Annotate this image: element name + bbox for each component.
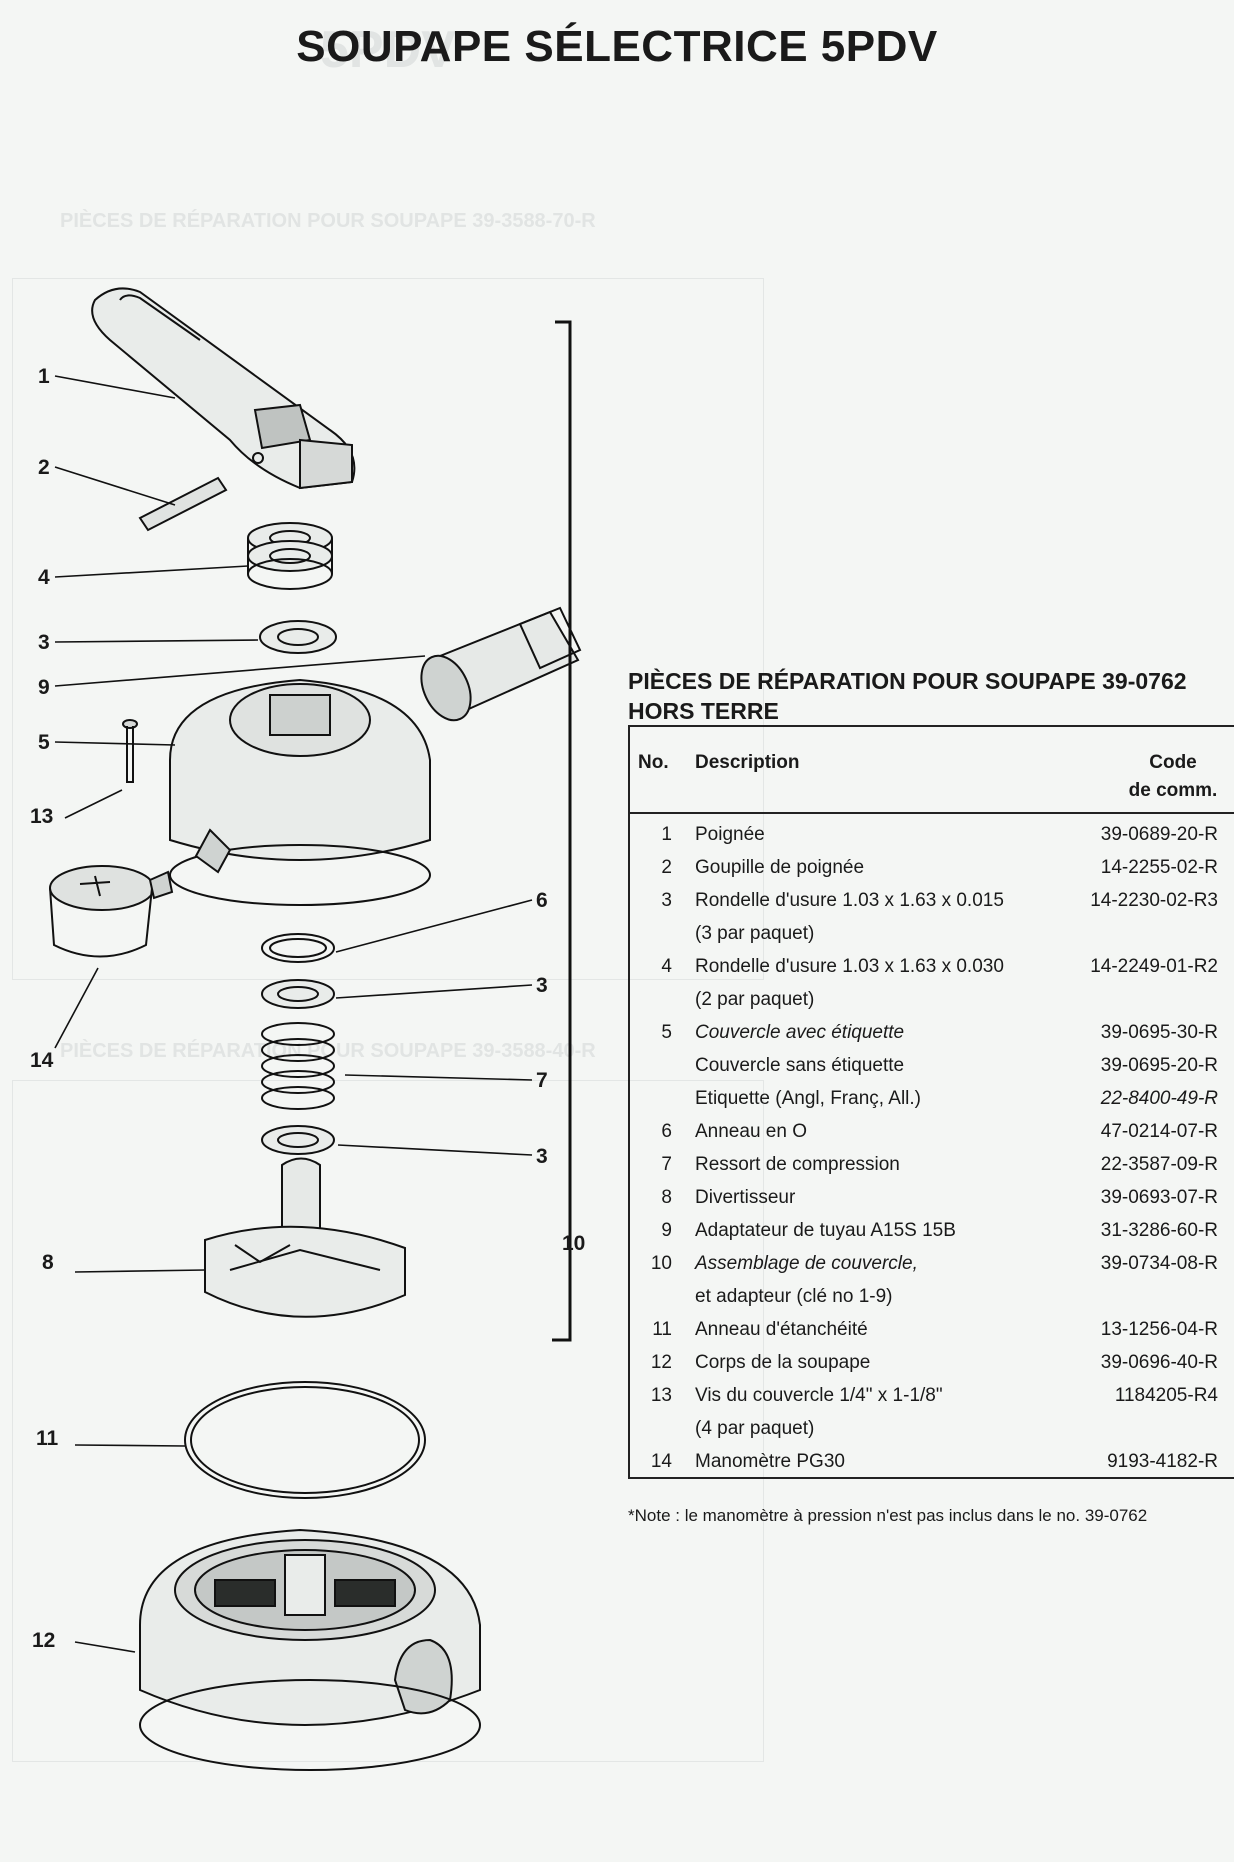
order-code: 39-0693-07-R: [1100, 1187, 1218, 1208]
leader-lines: [54, 375, 533, 1653]
part-number: 13: [650, 1385, 672, 1406]
callout-3-bottom: 3: [536, 1145, 548, 1168]
part-description: Corps de la soupape: [695, 1352, 871, 1373]
order-code: 9193-4182-R: [1107, 1451, 1218, 1472]
part-description: Rondelle d'usure 1.03 x 1.63 x 0.030: [695, 956, 1004, 977]
part-description: Ressort de compression: [695, 1154, 900, 1175]
part-number: 4: [661, 956, 672, 977]
ghost-header: PIÈCES DE RÉPARATION POUR SOUPAPE 39-358…: [60, 210, 596, 232]
callout-2: 2: [38, 456, 50, 479]
page-title: SOUPAPE SÉLECTRICE 5PDV: [296, 22, 938, 71]
parts-table-title-line1: PIÈCES DE RÉPARATION POUR SOUPAPE 39-076…: [628, 668, 1187, 694]
order-code: 14-2249-01-R2: [1090, 956, 1218, 977]
compression-spring-part: [261, 1022, 335, 1110]
callout-14: 14: [30, 1049, 54, 1072]
part-number: 6: [661, 1121, 672, 1142]
order-code: 39-0689-20-R: [1100, 824, 1218, 845]
header-no: No.: [638, 752, 669, 773]
callout-10: 10: [562, 1232, 586, 1255]
callout-5: 5: [38, 731, 50, 754]
parts-table-title-line2: HORS TERRE: [628, 698, 779, 724]
order-code: 39-0734-08-R: [1100, 1253, 1218, 1274]
cover-assembly-bracket: [552, 320, 572, 1342]
part-description: Manomètre PG30: [695, 1451, 845, 1472]
callout-9: 9: [38, 676, 50, 699]
callout-12: 12: [32, 1629, 56, 1652]
part-description: Goupille de poignée: [695, 857, 865, 878]
order-code: 47-0214-07-R: [1100, 1121, 1218, 1142]
part-description: Vis du couvercle 1/4" x 1-1/8": [695, 1385, 943, 1406]
parts-table-top-rule: [628, 725, 1234, 727]
wear-washer-015-mid: [261, 979, 335, 1009]
callout-13: 13: [30, 805, 54, 828]
part-description: Rondelle d'usure 1.03 x 1.63 x 0.015: [695, 890, 1004, 911]
header-code-line1: Code: [1149, 752, 1197, 773]
part-description: Poignée: [695, 824, 765, 845]
part-description: Couvercle avec étiquette: [695, 1022, 905, 1043]
o-ring-part: [261, 933, 335, 963]
header-description: Description: [695, 752, 800, 773]
footnote: *Note : le manomètre à pression n'est pa…: [628, 1506, 1148, 1525]
part-description: (3 par paquet): [695, 923, 815, 944]
callout-7: 7: [536, 1069, 548, 1092]
part-number: 1: [661, 824, 672, 845]
callout-8: 8: [42, 1251, 54, 1274]
part-description: Anneau en O: [695, 1121, 807, 1142]
parts-table-frame: [628, 725, 1234, 1479]
order-code: 39-0695-30-R: [1100, 1022, 1218, 1043]
part-number: 7: [661, 1154, 672, 1175]
part-number: 11: [652, 1319, 672, 1340]
order-code: 14-2255-02-R: [1100, 857, 1218, 878]
part-number: 5: [661, 1022, 672, 1043]
order-code: 31-3286-60-R: [1100, 1220, 1218, 1241]
pressure-gauge-part: [49, 865, 174, 958]
part-description: Adaptateur de tuyau A15S 15B: [695, 1220, 956, 1241]
valve-cover-part: [169, 678, 431, 906]
handle-part: [91, 287, 356, 490]
part-number: 10: [650, 1253, 672, 1274]
order-code: 22-8400-49-R: [1100, 1088, 1218, 1109]
part-description: Etiquette (Angl, Franç, All.): [695, 1088, 921, 1109]
valve-body-part: [139, 1528, 481, 1771]
hose-adapter-part: [420, 606, 582, 722]
cover-screw-part: [122, 719, 138, 783]
order-code: 22-3587-09-R: [1100, 1154, 1218, 1175]
part-number: 9: [661, 1220, 672, 1241]
order-code: 39-0696-40-R: [1100, 1352, 1218, 1373]
diverter-part: [204, 1157, 406, 1318]
header-code-line2: de comm.: [1128, 780, 1218, 801]
part-number: 3: [661, 890, 672, 911]
callout-3-top: 3: [38, 631, 50, 654]
part-description: (2 par paquet): [695, 989, 815, 1010]
order-code: 1184205-R4: [1114, 1385, 1218, 1406]
wear-washer-015-top: [259, 620, 337, 654]
part-number: 2: [661, 857, 672, 878]
callout-3-mid: 3: [536, 974, 548, 997]
callout-11: 11: [36, 1427, 59, 1450]
callout-4: 4: [38, 566, 50, 589]
part-description: Anneau d'étanchéité: [695, 1319, 868, 1340]
parts-table-title: PIÈCES DE RÉPARATION POUR SOUPAPE 39-076…: [628, 666, 1234, 726]
seal-ring-part: [184, 1381, 426, 1499]
part-description: et adapteur (clé no 1-9): [695, 1286, 893, 1307]
part-number: 12: [650, 1352, 672, 1373]
parts-table-header-rule: [630, 812, 1234, 814]
order-code: 39-0695-20-R: [1100, 1055, 1218, 1076]
part-description: Couvercle sans étiquette: [695, 1055, 905, 1076]
callout-1: 1: [38, 365, 50, 388]
part-description: Assemblage de couvercle,: [695, 1253, 918, 1274]
part-number: 8: [661, 1187, 672, 1208]
part-description: (4 par paquet): [695, 1418, 815, 1439]
wear-washers-030: [247, 522, 333, 590]
part-description: Divertisseur: [695, 1187, 796, 1208]
handle-pin-part: [138, 476, 228, 532]
callout-6: 6: [536, 889, 548, 912]
exploded-view-diagram: [49, 287, 582, 1771]
order-code: 14-2230-02-R3: [1090, 890, 1218, 911]
wear-washer-015-bottom: [261, 1125, 335, 1155]
order-code: 13-1256-04-R: [1100, 1319, 1218, 1340]
part-number: 14: [650, 1451, 672, 1472]
